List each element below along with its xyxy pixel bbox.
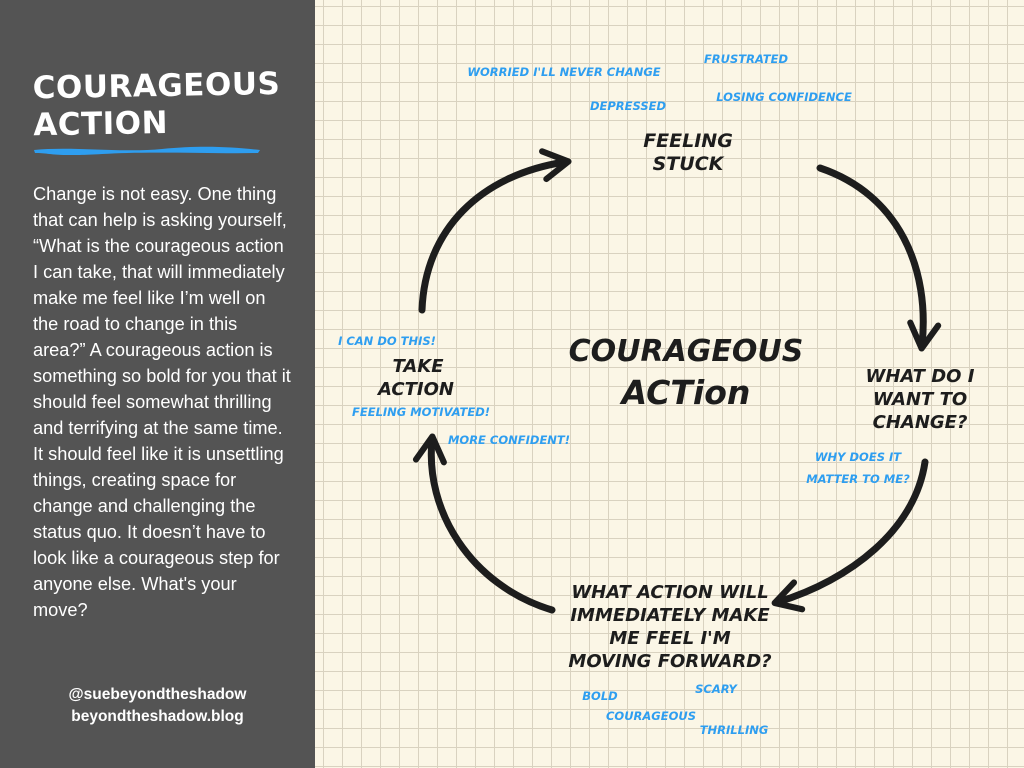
social-handle: @suebeyondtheshadow [68, 686, 247, 703]
title-underline-brush [34, 146, 260, 155]
feeling-thrilling: THRILLING [700, 723, 769, 737]
node-action-line-2: IMMEDIATELY MAKE [570, 605, 770, 626]
feeling-courageous: COURAGEOUS [606, 709, 696, 723]
grid-paper-background [315, 0, 1024, 768]
arrow-take-to-stuck [418, 148, 572, 314]
feeling-losing-confidence: LOSING CONFIDENCE [716, 90, 852, 104]
feeling-bold: BOLD [582, 689, 618, 703]
center-title-line-1: COURAGEOUS [569, 334, 804, 369]
sidebar-body-text: Change is not easy. One thing that can h… [33, 184, 291, 620]
website-url: beyondtheshadow.blog [71, 708, 244, 725]
center-title-line-2: ACTion [619, 373, 751, 412]
arrow-action-to-take [412, 433, 556, 614]
node-feeling-stuck-line-1: FEELING [643, 130, 733, 152]
question-why-line-2: MATTER TO ME? [806, 472, 910, 486]
feeling-motivated: FEELING MOTIVATED! [352, 405, 490, 419]
feeling-more-confident: MORE CONFIDENT! [448, 433, 570, 447]
arrow-change-to-action [771, 458, 929, 613]
feeling-scary: SCARY [695, 682, 738, 696]
node-take-action-line-2: ACTION [376, 379, 454, 400]
node-action-line-4: MOVING FORWARD? [568, 651, 771, 672]
feeling-worried: WORRIED I'LL NEVER CHANGE [467, 65, 660, 79]
node-change-line-3: CHANGE? [873, 412, 968, 433]
sidebar-panel: COURAGEOUS ACTION Change is not easy. On… [0, 0, 315, 768]
node-action-line-3: ME FEEL I'M [609, 628, 730, 649]
node-change-line-2: WANT TO [873, 389, 967, 410]
feeling-i-can-do-this: I CAN DO THIS! [338, 334, 436, 348]
feeling-depressed: DEPRESSED [590, 99, 667, 113]
feeling-frustrated: FRUSTRATED [704, 52, 789, 66]
arrow-stuck-to-change [816, 164, 942, 352]
node-take-action-line-1: TAKE [392, 356, 444, 377]
node-change-line-1: WHAT DO I [866, 366, 975, 387]
node-action-line-1: WHAT ACTION WILL [571, 582, 768, 603]
cycle-arrows [412, 148, 942, 614]
node-feeling-stuck-line-2: STUCK [653, 153, 725, 175]
question-why-line-1: WHY DOES IT [815, 450, 902, 464]
